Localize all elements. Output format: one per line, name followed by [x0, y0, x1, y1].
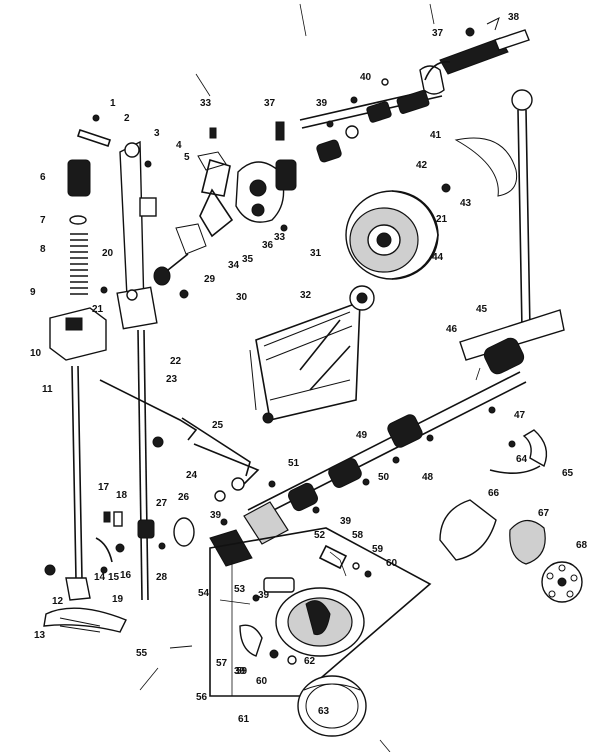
callout-4: 4	[176, 140, 182, 151]
callout-56: 56	[196, 692, 208, 703]
callout-24: 24	[186, 470, 198, 481]
presser-bar-and-foot	[43, 307, 127, 633]
callout-36: 36	[262, 240, 274, 251]
callout-32: 32	[300, 290, 312, 301]
callout-66: 66	[488, 488, 500, 499]
callout-68: 68	[576, 540, 588, 551]
callout-63: 63	[318, 706, 330, 717]
callout-3: 3	[154, 128, 160, 139]
callout-57: 57	[216, 658, 228, 669]
callout-30: 30	[236, 292, 248, 303]
callout-55: 55	[136, 648, 148, 659]
callout-6: 6	[40, 172, 46, 183]
callout-53: 53	[234, 584, 246, 595]
lower-shaft	[137, 337, 527, 567]
callout-17: 17	[98, 482, 110, 493]
callout-62: 62	[304, 656, 316, 667]
callout-33-mid: 33	[274, 232, 286, 243]
main-shaft-upper	[299, 17, 530, 163]
callout-44: 44	[432, 252, 444, 263]
bobbin-case-parts	[439, 429, 583, 603]
callout-39-a: 39	[316, 98, 328, 109]
callout-50: 50	[378, 472, 390, 483]
callout-67: 67	[538, 508, 550, 519]
callout-39-e: 39	[234, 666, 246, 677]
callout-59-a: 59	[372, 544, 384, 555]
callout-43: 43	[460, 198, 472, 209]
callout-58: 58	[352, 530, 364, 541]
callout-9: 9	[30, 287, 36, 298]
callout-42: 42	[416, 160, 428, 171]
leader-lines	[139, 3, 481, 752]
callout-22: 22	[170, 356, 182, 367]
callout-25: 25	[212, 420, 224, 431]
callout-29: 29	[204, 274, 216, 285]
callout-45: 45	[476, 304, 488, 315]
callout-48: 48	[422, 472, 434, 483]
callout-39-c: 39	[340, 516, 352, 527]
needle-bar-assembly	[76, 114, 158, 601]
callout-1: 1	[110, 98, 116, 109]
callout-38: 38	[508, 12, 520, 23]
needle-clamp-parts	[95, 511, 125, 574]
callout-54: 54	[198, 588, 210, 599]
callout-52: 52	[314, 530, 326, 541]
right-vertical-shaft	[459, 89, 565, 361]
callout-20: 20	[102, 248, 114, 259]
callout-16: 16	[120, 570, 132, 581]
clutch-disk	[454, 137, 518, 197]
callout-2: 2	[124, 113, 130, 124]
callout-34: 34	[228, 260, 240, 271]
callout-19: 19	[112, 594, 124, 605]
take-up-crank-assembly	[153, 151, 297, 286]
callout-28: 28	[156, 572, 168, 583]
callout-8: 8	[40, 244, 46, 255]
callout-18: 18	[116, 490, 128, 501]
callout-14: 14	[94, 572, 106, 583]
callout-labels: 1 2 3 4 5 6 7 8 9 10 11 12 13 14 15 16 1…	[30, 12, 588, 725]
callout-5: 5	[184, 152, 190, 163]
callout-40: 40	[360, 72, 372, 83]
callout-37-upper: 37	[264, 98, 276, 109]
callout-41: 41	[430, 130, 442, 141]
callout-21-right: 21	[436, 214, 448, 225]
callout-60-a: 60	[386, 558, 398, 569]
callout-15: 15	[108, 572, 120, 583]
presser-spring-parts	[67, 159, 91, 295]
callout-35: 35	[242, 254, 254, 265]
callout-60-b: 60	[256, 676, 268, 687]
callout-47: 47	[514, 410, 526, 421]
callout-7: 7	[40, 215, 46, 226]
feed-frame-assembly	[249, 285, 375, 424]
misc-screws	[100, 96, 516, 649]
feed-lever-rods	[99, 379, 260, 502]
callout-11: 11	[42, 384, 53, 395]
callout-21-left: 21	[92, 304, 104, 315]
callout-51: 51	[288, 458, 300, 469]
callout-64: 64	[516, 454, 528, 465]
callout-12: 12	[52, 596, 64, 607]
callout-10: 10	[30, 348, 42, 359]
callout-13: 13	[34, 630, 46, 641]
callout-49: 49	[356, 430, 368, 441]
callout-31: 31	[310, 248, 322, 259]
shuttle-race-assembly	[209, 527, 432, 737]
callout-26: 26	[178, 492, 190, 503]
callout-59-b: 59	[236, 666, 248, 677]
callout-46: 46	[446, 324, 458, 335]
callout-61: 61	[238, 714, 250, 725]
callout-33-top: 33	[200, 98, 212, 109]
callout-23: 23	[166, 374, 178, 385]
callout-27: 27	[156, 498, 168, 509]
hand-wheel	[345, 190, 439, 280]
callout-65: 65	[562, 468, 574, 479]
callout-39-d: 39	[258, 590, 270, 601]
callout-39-b: 39	[210, 510, 222, 521]
callout-37-top: 37	[432, 28, 444, 39]
